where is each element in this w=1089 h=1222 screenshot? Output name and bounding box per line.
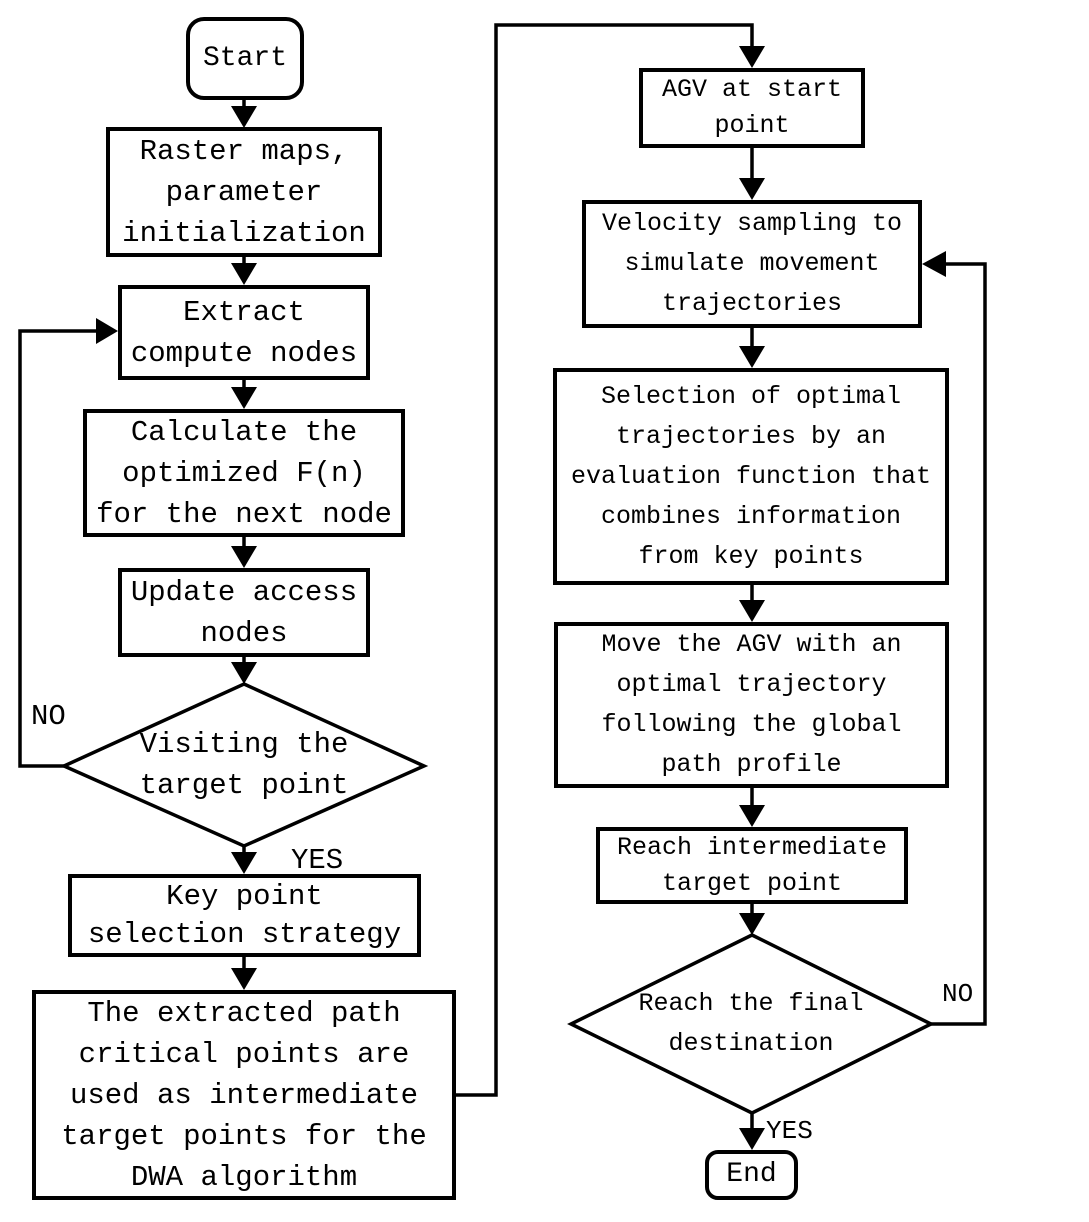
- arrowhead-into-final-diamond: [739, 913, 765, 935]
- arrowhead-into-extract-left: [96, 318, 118, 344]
- branch-label-final-yes: YES: [766, 1116, 813, 1146]
- node-velocity-sampling: Velocity sampling to simulate movement t…: [582, 200, 922, 328]
- node-keypoint-strategy: Key point selection strategy: [68, 874, 421, 957]
- node-reach-intermediate: Reach intermediate target point: [596, 827, 908, 904]
- node-calculate-fn: Calculate the optimized F(n) for the nex…: [83, 409, 405, 537]
- arrowhead-into-reach: [739, 805, 765, 827]
- branch-label-final-no: NO: [942, 979, 974, 1009]
- node-extract-compute-nodes: Extract compute nodes: [118, 285, 370, 380]
- arrowhead-into-selection: [739, 346, 765, 368]
- node-raster-init: Raster maps, parameter initialization: [106, 127, 382, 257]
- decision-reach-final-label: Reach the final destination: [638, 989, 864, 1058]
- edge-extracted-to-agv: [456, 23, 754, 1097]
- node-selection-optimal: Selection of optimal trajectories by an …: [553, 368, 949, 585]
- node-start: Start: [186, 17, 304, 100]
- edge-final-no-loop: [931, 262, 987, 1026]
- arrowhead-into-velocity-right: [922, 251, 946, 277]
- decision-shapes: [59, 682, 935, 1115]
- arrowhead-into-calc: [231, 387, 257, 409]
- node-agv-at-start: AGV at start point: [639, 68, 865, 148]
- branch-label-visit-no: NO: [31, 700, 66, 733]
- arrowhead-into-agv: [739, 46, 765, 68]
- node-extracted-path: The extracted path critical points are u…: [32, 990, 456, 1200]
- arrowhead-into-extracted: [231, 968, 257, 990]
- node-end: End: [705, 1150, 798, 1200]
- node-update-access-nodes: Update access nodes: [118, 568, 370, 657]
- arrowhead-into-visit-diamond: [231, 662, 257, 684]
- edge-visit-no-loop: [18, 329, 98, 768]
- arrowhead-into-update: [231, 546, 257, 568]
- arrowheads: [96, 46, 946, 1150]
- branch-label-visit-yes: YES: [291, 844, 344, 877]
- arrowhead-into-end: [739, 1128, 765, 1150]
- decision-visit-target-label: Visiting the target point: [139, 728, 349, 802]
- decision-visit-target-shape: [59, 682, 429, 848]
- arrowhead-into-velocity-top: [739, 178, 765, 200]
- arrowhead-into-keypoint: [231, 852, 257, 874]
- arrowhead-into-move: [739, 600, 765, 622]
- node-move-agv: Move the AGV with an optimal trajectory …: [554, 622, 949, 788]
- arrowhead-into-raster: [231, 106, 257, 128]
- decision-reach-final-shape: [567, 933, 935, 1115]
- arrowhead-into-extract-top: [231, 263, 257, 285]
